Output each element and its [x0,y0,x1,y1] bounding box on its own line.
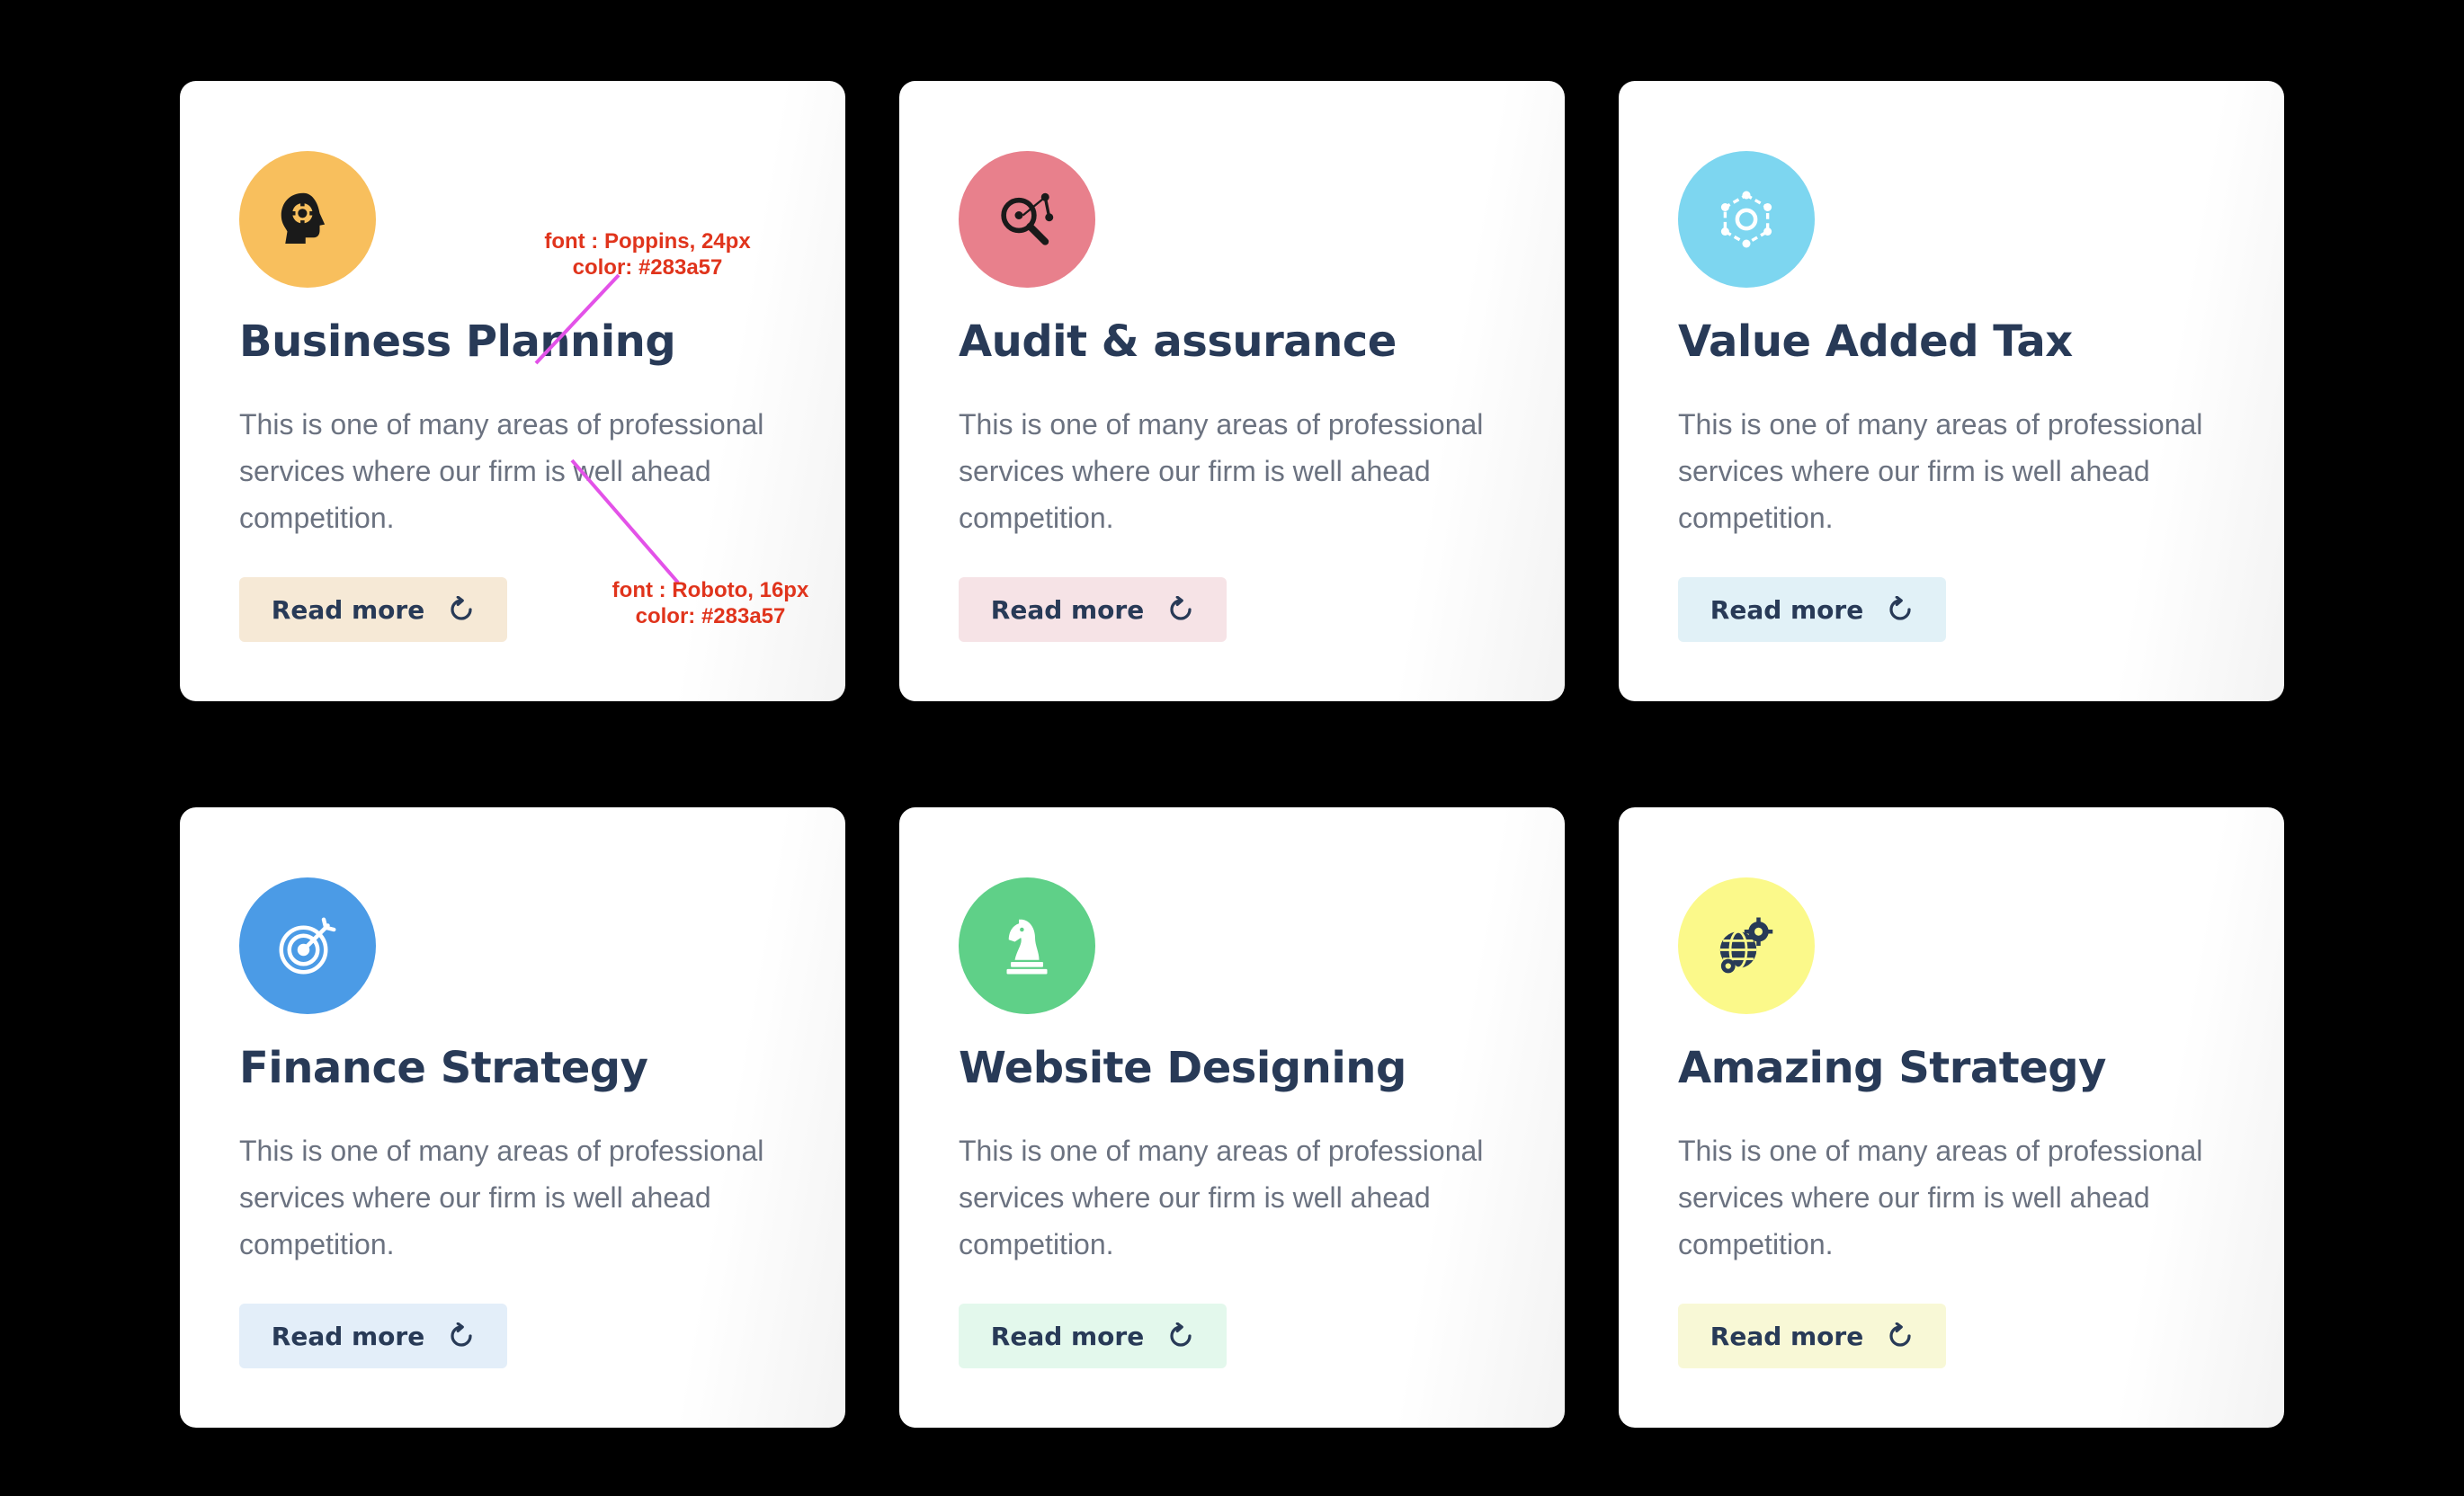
magnifier-analytics-icon [959,151,1095,288]
refresh-icon [448,1322,475,1349]
read-more-button[interactable]: Read more [959,1304,1227,1368]
read-more-button[interactable]: Read more [239,577,507,642]
card-description: This is one of many areas of professiona… [1678,408,2203,534]
target-arrow-icon [239,877,376,1014]
read-more-label: Read more [1710,594,1864,625]
card-title: Amazing Strategy [1678,1043,2106,1093]
card-title: Value Added Tax [1678,316,2073,367]
description-font-annotation: font : Roboto, 16px color: #283a57 [603,577,818,629]
read-more-button[interactable]: Read more [1678,577,1946,642]
service-card-amazing-strategy: Amazing Strategy This is one of many are… [1619,807,2284,1428]
service-card-audit-assurance: Audit & assurance This is one of many ar… [899,81,1565,701]
title-font-annotation: font : Poppins, 24px color: #283a57 [540,228,755,280]
annotation-line: font : Roboto, 16px [612,578,809,602]
refresh-icon [1167,1322,1194,1349]
card-description: This is one of many areas of professiona… [239,408,764,534]
service-card-website-designing: Website Designing This is one of many ar… [899,807,1565,1428]
service-card-finance-strategy: Finance Strategy This is one of many are… [180,807,845,1428]
annotation-line: font : Poppins, 24px [544,229,751,254]
service-card-value-added-tax: Value Added Tax This is one of many area… [1619,81,2284,701]
card-title: Finance Strategy [239,1043,648,1093]
card-description: This is one of many areas of professiona… [959,408,1484,534]
read-more-button[interactable]: Read more [239,1304,507,1368]
service-card-business-planning: Business Planning This is one of many ar… [180,81,845,701]
read-more-label: Read more [271,594,425,625]
annotation-line: color: #283a57 [572,255,723,280]
refresh-icon [1167,596,1194,623]
read-more-button[interactable]: Read more [1678,1304,1946,1368]
chess-knight-icon [959,877,1095,1014]
read-more-button[interactable]: Read more [959,577,1227,642]
refresh-icon [1887,596,1914,623]
annotation-line: color: #283a57 [635,604,786,628]
read-more-label: Read more [1710,1321,1864,1351]
card-description: This is one of many areas of professiona… [1678,1135,2203,1260]
card-title: Audit & assurance [959,316,1397,367]
read-more-label: Read more [271,1321,425,1351]
read-more-label: Read more [990,594,1145,625]
refresh-icon [448,596,475,623]
hexagon-network-icon [1678,151,1815,288]
card-title: Website Designing [959,1043,1406,1093]
card-title: Business Planning [239,316,676,367]
head-gear-icon [239,151,376,288]
globe-gears-icon [1678,877,1815,1014]
refresh-icon [1887,1322,1914,1349]
card-description: This is one of many areas of professiona… [959,1135,1484,1260]
card-description: This is one of many areas of professiona… [239,1135,764,1260]
read-more-label: Read more [990,1321,1145,1351]
